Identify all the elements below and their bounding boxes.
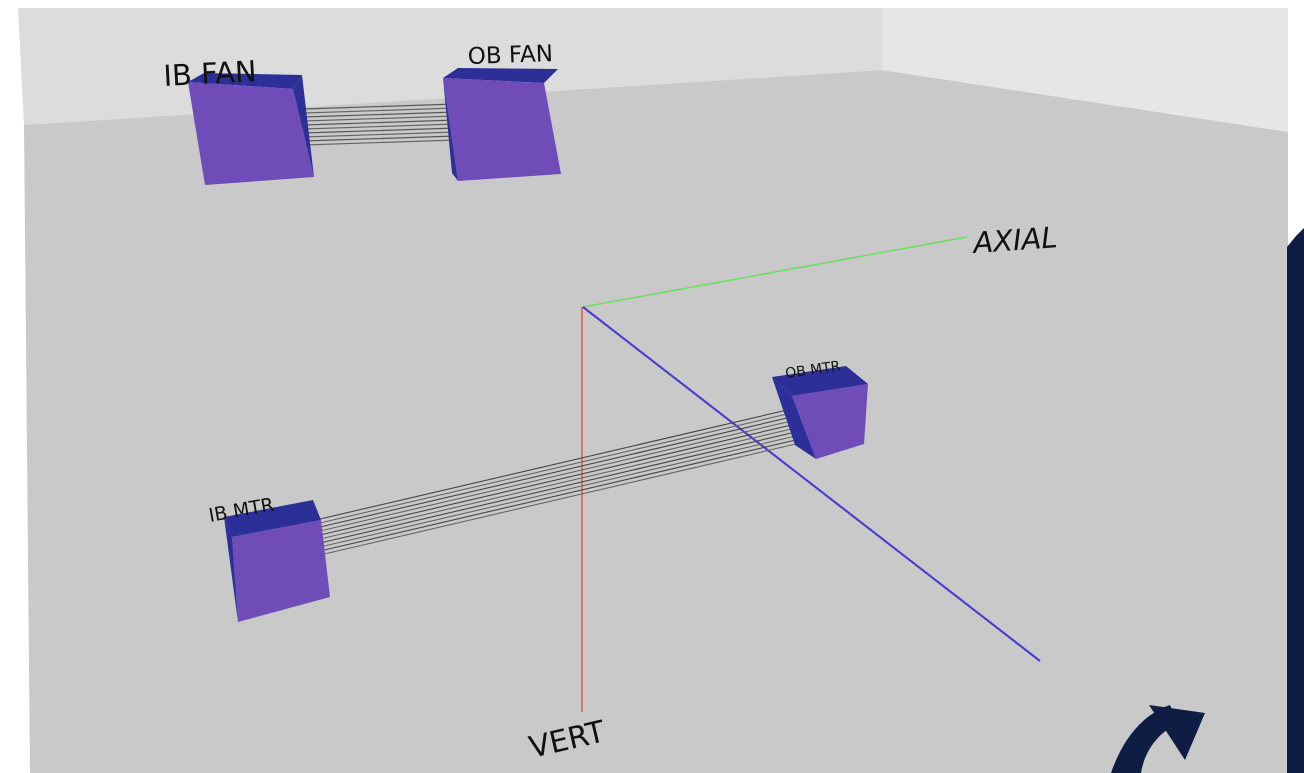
ob-fan-label: OB FAN bbox=[467, 41, 553, 70]
axial-axis-line bbox=[582, 236, 968, 308]
side-panel bbox=[1287, 228, 1304, 773]
ob-fan-cube[interactable] bbox=[443, 68, 561, 181]
ib-fan-label: IB FAN bbox=[163, 54, 258, 93]
axial-label: AXIAL bbox=[970, 220, 1058, 260]
floor-plane[interactable] bbox=[24, 70, 1288, 773]
ob-mtr-cube[interactable] bbox=[772, 366, 868, 459]
right-wall bbox=[882, 8, 1288, 132]
ob-mtr-label: OB MTR bbox=[784, 358, 841, 382]
ib-mtr-cube[interactable] bbox=[224, 500, 330, 622]
horizontal-axis-line bbox=[582, 306, 1041, 662]
rotate-handle-icon[interactable] bbox=[1111, 705, 1205, 773]
ib-mtr-to-ob-mtr-shaft[interactable] bbox=[319, 406, 801, 556]
ib-fan-cube[interactable] bbox=[188, 73, 314, 185]
ib-fan-to-ob-fan-shaft[interactable] bbox=[303, 103, 457, 146]
